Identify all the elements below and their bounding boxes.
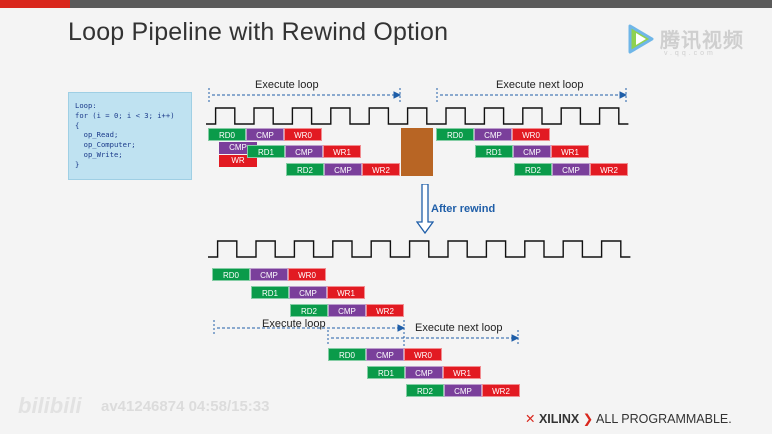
block-cmp: CMP xyxy=(474,128,512,141)
watermark-text: 腾讯视频 xyxy=(660,30,744,52)
block-cmp: CMP xyxy=(444,384,482,397)
brand-chevron-icon: ❯ xyxy=(582,412,594,426)
block-cmp: CMP xyxy=(324,163,362,176)
op-badge-wr: WR xyxy=(219,155,257,167)
block-rd0: RD0 xyxy=(328,348,366,361)
block-cmp: CMP xyxy=(285,145,323,158)
execute-next-loop-label-top: Execute next loop xyxy=(496,79,584,91)
block-cmp: CMP xyxy=(250,268,288,281)
loop-code: Loop: for (i = 0; i < 3; i++) { op_Read;… xyxy=(75,101,175,169)
block-rd2: RD2 xyxy=(514,163,552,176)
block-wr2: WR2 xyxy=(362,163,400,176)
block-rd0: RD0 xyxy=(212,268,250,281)
clock-waveform-top xyxy=(206,107,629,125)
block-rd1: RD1 xyxy=(247,145,285,158)
block-wr2: WR2 xyxy=(366,304,404,317)
block-wr1: WR1 xyxy=(443,366,481,379)
xilinx-logo-icon: ✕ xyxy=(525,412,536,426)
execute-next-loop-label-bottom: Execute next loop xyxy=(415,322,503,334)
code-panel: Loop: for (i = 0; i < 3; i++) { op_Read;… xyxy=(68,92,257,180)
block-wr2: WR2 xyxy=(482,384,520,397)
block-wr1: WR1 xyxy=(327,286,365,299)
block-wr0: WR0 xyxy=(512,128,550,141)
after-rewind-label: After rewind xyxy=(431,203,496,215)
execute-loop-label-bottom: Execute loop xyxy=(262,318,326,330)
block-rd0: RD0 xyxy=(208,128,246,141)
block-wr1: WR1 xyxy=(323,145,361,158)
timeline-arrows-top xyxy=(208,88,628,102)
block-rd2: RD2 xyxy=(290,304,328,317)
slide-title: Loop Pipeline with Rewind Option xyxy=(68,18,449,46)
watermark-subtext: v.qq.com xyxy=(664,50,716,57)
video-id-timestamp: av41246874 04:58/15:33 xyxy=(101,398,270,415)
brand-slogan: ALL PROGRAMMABLE. xyxy=(596,412,732,426)
stall-block xyxy=(401,128,433,176)
block-rd1: RD1 xyxy=(251,286,289,299)
block-rd2: RD2 xyxy=(406,384,444,397)
block-rd2: RD2 xyxy=(286,163,324,176)
block-wr0: WR0 xyxy=(404,348,442,361)
block-rd1: RD1 xyxy=(367,366,405,379)
block-cmp: CMP xyxy=(289,286,327,299)
bilibili-watermark: bilibili xyxy=(18,393,82,418)
block-cmp: CMP xyxy=(328,304,366,317)
block-cmp: CMP xyxy=(405,366,443,379)
block-cmp: CMP xyxy=(513,145,551,158)
top-accent-bar xyxy=(0,0,70,8)
block-wr1: WR1 xyxy=(551,145,589,158)
xilinx-brand: ✕ XILINX ❯ ALL PROGRAMMABLE. xyxy=(525,411,732,426)
execute-loop-label-top: Execute loop xyxy=(255,79,319,91)
block-rd0: RD0 xyxy=(436,128,474,141)
tencent-video-logo-icon xyxy=(628,24,654,54)
timeline-arrows-bottom xyxy=(213,320,520,346)
block-wr2: WR2 xyxy=(590,163,628,176)
block-cmp: CMP xyxy=(246,128,284,141)
block-wr0: WR0 xyxy=(288,268,326,281)
block-cmp: CMP xyxy=(366,348,404,361)
xilinx-name: XILINX xyxy=(538,412,580,426)
block-wr0: WR0 xyxy=(284,128,322,141)
block-cmp: CMP xyxy=(552,163,590,176)
down-arrow-icon xyxy=(416,184,434,234)
top-bar xyxy=(70,0,772,8)
block-rd1: RD1 xyxy=(475,145,513,158)
clock-waveform-bottom xyxy=(208,240,631,258)
